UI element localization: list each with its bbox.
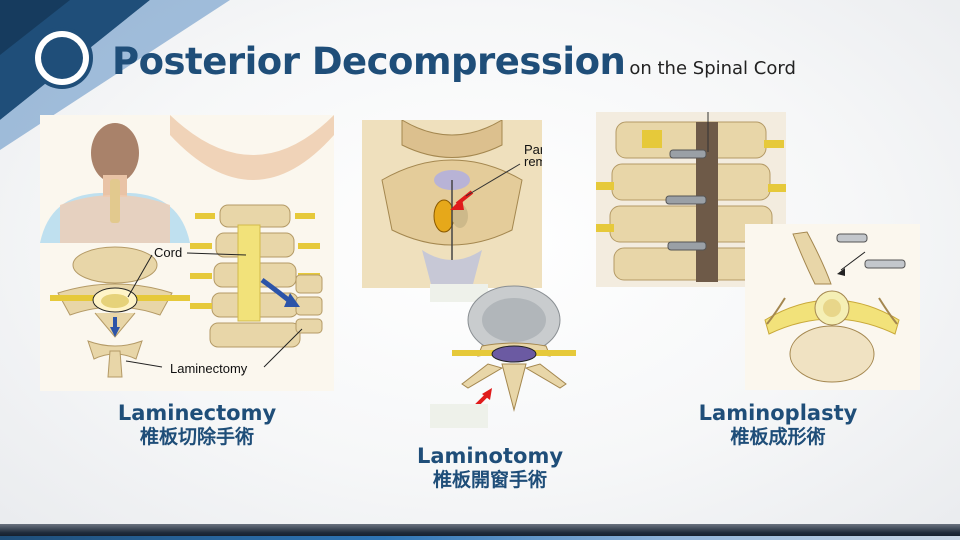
label-partial-1: Part (524, 142, 542, 157)
laminoplasty-illustration-bottom (745, 224, 920, 390)
corner-decoration (0, 0, 230, 150)
slide-subtitle: on the Spinal Cord (629, 58, 796, 79)
laminoplasty-figure-bottom (745, 224, 920, 390)
laminotomy-caption-zh: 椎板開窗手術 (432, 469, 547, 492)
slide-title: Posterior Decompression (112, 40, 626, 83)
bottom-accent-line (0, 536, 960, 540)
label-mask-bottom (430, 404, 488, 428)
laminotomy-illustration-top: Part rem (362, 120, 542, 288)
laminotomy-caption: Laminotomy 椎板開窗手術 (400, 443, 580, 493)
laminoplasty-caption-en: Laminoplasty (698, 401, 858, 425)
label-laminectomy: Laminectomy (170, 361, 248, 376)
label-mask-top (430, 284, 488, 302)
laminotomy-illustration-bottom (452, 285, 576, 412)
label-partial-2: rem (524, 154, 542, 169)
label-cord: Cord (154, 245, 182, 260)
laminotomy-figure-bottom (442, 284, 586, 414)
laminectomy-caption-zh: 椎板切除手術 (139, 426, 254, 449)
laminoplasty-caption-zh: 椎板成形術 (730, 426, 826, 449)
laminoplasty-caption: Laminoplasty 椎板成形術 (678, 400, 878, 450)
laminectomy-figure: Cord Laminectomy (40, 115, 334, 391)
laminectomy-caption-en: Laminectomy (117, 401, 277, 425)
laminotomy-caption-en: Laminotomy (416, 444, 564, 468)
laminectomy-caption: Laminectomy 椎板切除手術 (80, 400, 314, 450)
laminotomy-figure-top: Part rem (362, 120, 542, 288)
laminectomy-illustration: Cord Laminectomy (40, 115, 334, 378)
